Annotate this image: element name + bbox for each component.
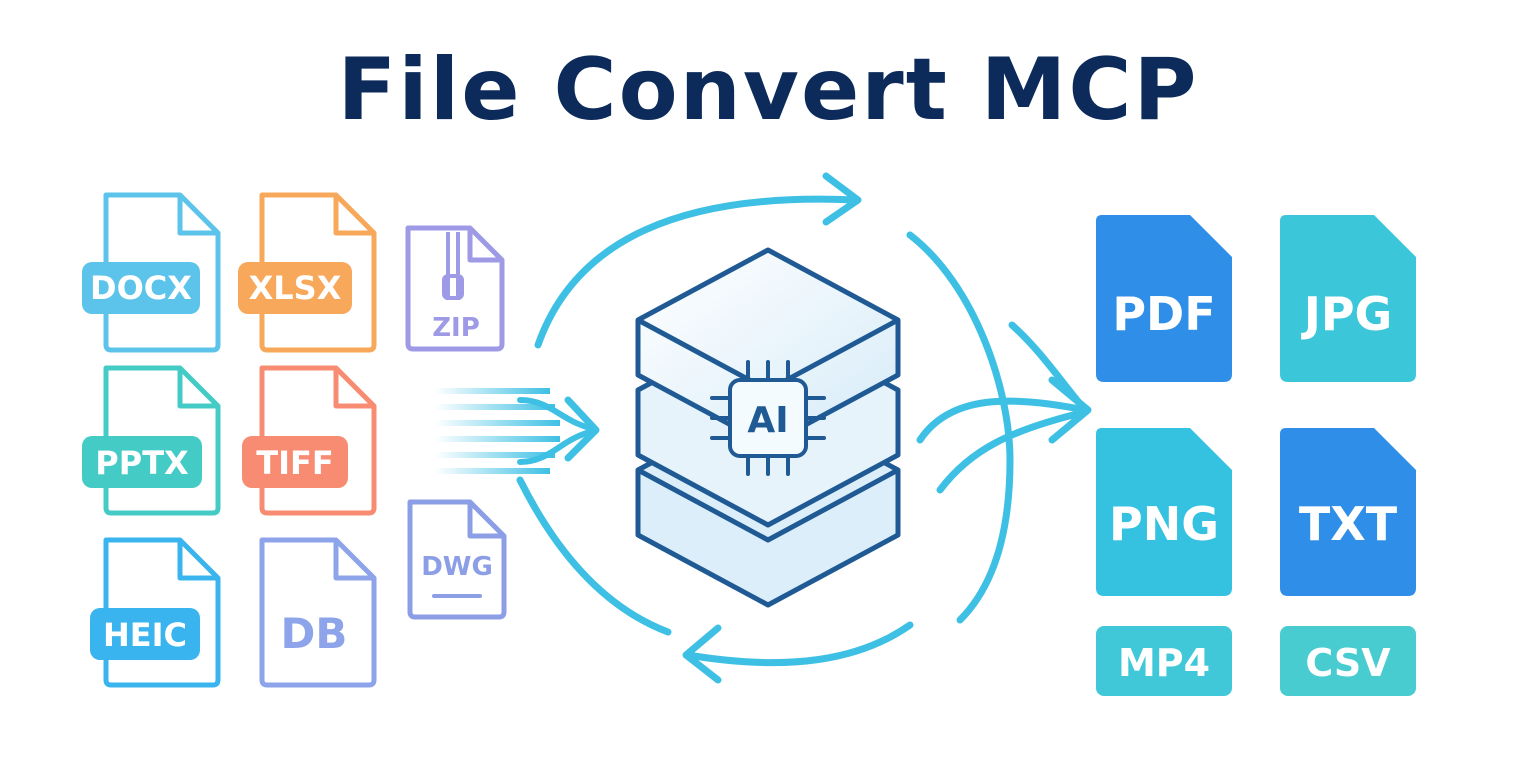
output-files: PDF JPG PNG TXT MP4 CSV: [1096, 215, 1416, 696]
hub-layer-top: [635, 247, 901, 448]
diagram-title: File Convert MCP: [337, 40, 1199, 140]
output-file-csv: CSV: [1280, 626, 1416, 696]
input-label: ZIP: [432, 313, 480, 343]
output-label: PNG: [1109, 497, 1219, 551]
input-label: TIFF: [256, 444, 333, 482]
cycle-arrow-top-head: [822, 172, 862, 226]
cycle-arrow-bottom: [684, 621, 914, 667]
chip-icon: [710, 360, 826, 476]
input-file-docx: DOCX: [82, 192, 221, 353]
cycle-arrow-right: [906, 231, 1014, 624]
ai-hub: [635, 247, 901, 608]
output-label: CSV: [1305, 641, 1391, 685]
input-file-heic: HEIC: [90, 537, 221, 688]
output-label: JPG: [1301, 287, 1393, 341]
input-file-db: DB: [259, 537, 377, 688]
output-file-png: PNG: [1096, 428, 1232, 596]
input-file-xlsx: XLSX: [238, 192, 377, 353]
output-file-pdf: PDF: [1096, 215, 1232, 382]
output-label: TXT: [1299, 497, 1398, 551]
input-file-tiff: TIFF: [242, 365, 377, 516]
output-label: PDF: [1112, 287, 1215, 341]
output-arrow-head: [1048, 376, 1092, 444]
input-label: HEIC: [103, 616, 187, 654]
output-arrows: [916, 321, 1092, 494]
output-file-mp4: MP4: [1096, 626, 1232, 696]
input-arrow-head: [564, 396, 600, 462]
input-label: DB: [281, 609, 348, 658]
input-file-pptx: PPTX: [82, 365, 221, 516]
output-label: MP4: [1118, 641, 1210, 685]
input-label: DOCX: [90, 269, 192, 307]
input-files: DOCX XLSX ZIP PPTX TIFF DWG: [82, 192, 507, 688]
cycle-arrow-bottom-head: [682, 624, 722, 684]
output-file-jpg: JPG: [1280, 215, 1416, 382]
input-label: XLSX: [249, 269, 342, 307]
cycle-arrows: [516, 172, 1014, 684]
input-label: PPTX: [95, 444, 189, 482]
cycle-arrow-top: [534, 195, 859, 349]
hub-label: AI: [747, 400, 788, 441]
input-file-dwg: DWG: [407, 499, 507, 620]
cycle-arrow-left: [516, 476, 672, 636]
input-streams: [435, 388, 600, 474]
input-file-zip: ZIP: [405, 225, 505, 352]
input-label: DWG: [421, 552, 493, 582]
output-file-txt: TXT: [1280, 428, 1416, 596]
